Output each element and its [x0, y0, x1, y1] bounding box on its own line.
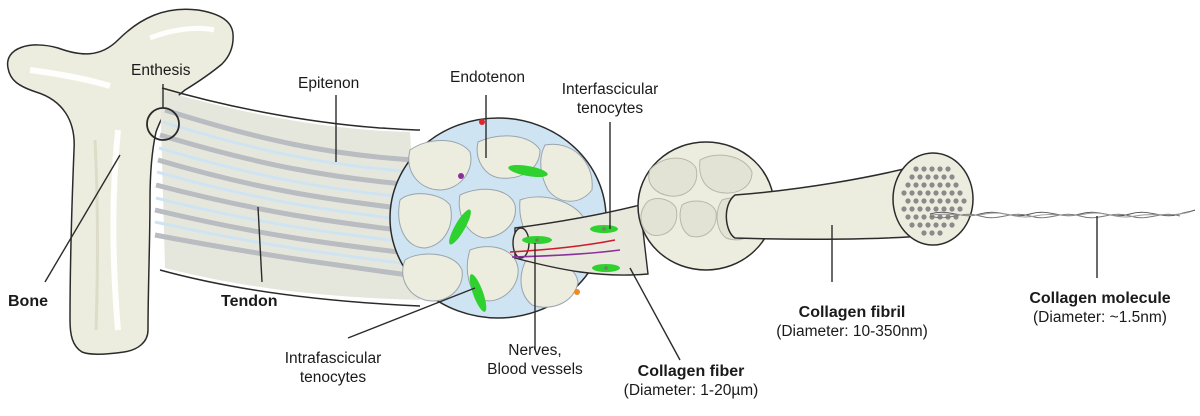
- fibril-dot: [937, 182, 943, 188]
- fibril-dot: [933, 222, 939, 228]
- fibril-dot: [909, 222, 915, 228]
- fibril-dot: [929, 182, 935, 188]
- fibril-dot: [949, 222, 955, 228]
- fibril-dot: [937, 166, 943, 172]
- fascicle-extension: [509, 204, 649, 276]
- fibril-dot: [953, 198, 959, 204]
- fibril-dot: [921, 230, 927, 236]
- label-intrafascicular-line2: tenocytes: [299, 369, 367, 386]
- fibril-dot: [905, 214, 911, 220]
- label-collagen-fibril-title: Collagen fibril: [798, 304, 906, 321]
- fibril-dot: [905, 182, 911, 188]
- fibril-dot: [925, 222, 931, 228]
- fibril-dot: [949, 174, 955, 180]
- fibril-dot: [917, 190, 923, 196]
- fibril-dot: [909, 206, 915, 212]
- label-collagen-fibril-diameter: (Diameter: 10-350nm): [776, 323, 928, 340]
- fibril-dot: [961, 198, 967, 204]
- fibril-dot: [941, 190, 947, 196]
- fibril-dot: [953, 182, 959, 188]
- fibril-dot: [913, 198, 919, 204]
- label-enthesis: Enthesis: [131, 62, 191, 79]
- fibril-dot: [941, 222, 947, 228]
- fibril-dot: [941, 206, 947, 212]
- fibril-dot: [945, 182, 951, 188]
- fibril-dot: [957, 206, 963, 212]
- fibril-dot: [949, 206, 955, 212]
- fibril-dot: [937, 198, 943, 204]
- label-interfascicular-line2: tenocytes: [576, 100, 644, 117]
- label-collagen-molecule-title: Collagen molecule: [1029, 290, 1171, 307]
- fibril-dot: [925, 174, 931, 180]
- label-collagen-molecule-diameter: (Diameter: ~1.5nm): [1033, 309, 1167, 326]
- fibril-dot: [929, 230, 935, 236]
- leader-lines: [44, 84, 1098, 361]
- fibril-dot: [913, 182, 919, 188]
- tendon: [154, 87, 421, 307]
- fibril-dot: [957, 190, 963, 196]
- label-interfascicular-line1: Interfascicular: [561, 81, 659, 98]
- collagen-fibril: [725, 152, 974, 246]
- fibril-dot: [917, 222, 923, 228]
- label-interfascicular-tenocytes: Interfascicular tenocytes: [548, 80, 672, 118]
- fibril-dot: [949, 190, 955, 196]
- fibril-dot: [925, 206, 931, 212]
- label-collagen-molecule: Collagen molecule (Diameter: ~1.5nm): [1005, 289, 1195, 327]
- tendon-cross-section: [389, 117, 607, 319]
- fibril-dot: [933, 190, 939, 196]
- fibril-dot: [917, 206, 923, 212]
- fibril-dot: [921, 214, 927, 220]
- label-collagen-fibril: Collagen fibril (Diameter: 10-350nm): [762, 303, 942, 341]
- fibril-dot: [905, 198, 911, 204]
- label-collagen-fiber-title: Collagen fiber: [637, 363, 745, 380]
- fibril-dot: [921, 198, 927, 204]
- fibril-dot: [913, 166, 919, 172]
- label-collagen-fiber-diameter: (Diameter: 1-20µm): [623, 382, 759, 399]
- fibril-dot: [921, 166, 927, 172]
- fibril-dot: [917, 174, 923, 180]
- fibril-dot: [913, 214, 919, 220]
- fibril-dot: [901, 206, 907, 212]
- label-nerves-blood-vessels: Nerves, Blood vessels: [470, 341, 600, 379]
- fibril-dot: [937, 230, 943, 236]
- fibril-dot: [909, 174, 915, 180]
- fibril-dot: [945, 198, 951, 204]
- fibril-dot: [921, 182, 927, 188]
- label-epitenon: Epitenon: [298, 75, 360, 92]
- label-intrafascicular-line1: Intrafascicular: [284, 350, 382, 367]
- fibril-dot: [933, 206, 939, 212]
- label-nerves-line1: Nerves,: [508, 342, 562, 359]
- fibril-dot: [909, 190, 915, 196]
- label-tendon: Tendon: [221, 293, 278, 310]
- fibril-dot: [929, 166, 935, 172]
- fibril-dot: [933, 174, 939, 180]
- label-collagen-fiber: Collagen fiber (Diameter: 1-20µm): [603, 362, 779, 400]
- fibril-dot: [941, 174, 947, 180]
- collagen-molecule: [929, 209, 1196, 219]
- label-intrafascicular-tenocytes: Intrafascicular tenocytes: [268, 349, 398, 387]
- label-nerves-line2: Blood vessels: [487, 361, 583, 378]
- fibril-dot: [937, 214, 943, 220]
- fibril-dot: [901, 190, 907, 196]
- fibril-dot: [925, 190, 931, 196]
- label-bone: Bone: [8, 293, 48, 310]
- label-endotenon: Endotenon: [450, 69, 525, 86]
- fibril-dot: [945, 166, 951, 172]
- fibril-dot: [929, 198, 935, 204]
